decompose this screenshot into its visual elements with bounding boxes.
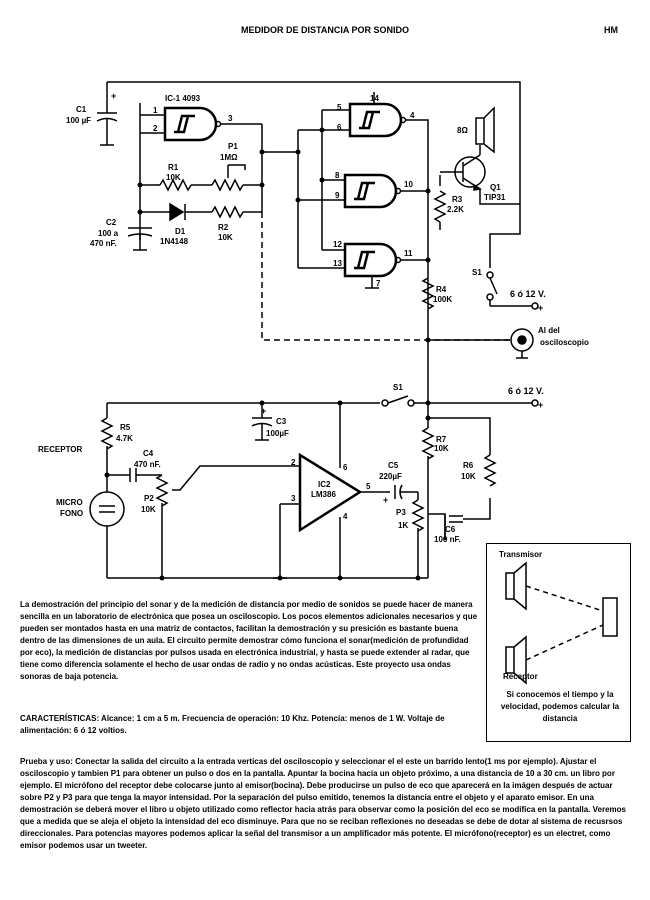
pin-4: 4 <box>410 111 415 120</box>
r5-name: R5 <box>120 423 131 432</box>
r3-name: R3 <box>452 195 463 204</box>
pin-9: 9 <box>335 191 340 200</box>
ic2-name: IC2 <box>318 480 331 489</box>
r5-value: 4.7K <box>116 434 133 443</box>
pin-8: 8 <box>335 171 340 180</box>
circuit-schematic: C1 100 µF IC-1 4093 1 2 3 P1 1MΩ R1 10K … <box>38 81 589 581</box>
c1-plus: + <box>111 91 116 101</box>
r4-name: R4 <box>436 285 447 294</box>
d1-name: D1 <box>175 227 186 236</box>
p2-value: 10K <box>141 505 156 514</box>
pin-3: 3 <box>228 114 233 123</box>
pin-7: 7 <box>376 279 381 288</box>
c2-value-b: 470 nF. <box>90 239 117 248</box>
c4-value: 470 nF. <box>134 460 161 469</box>
r7-value: 10K <box>434 444 449 453</box>
inset-caption: Si conocemos el tiempo y la velocidad, p… <box>500 690 620 723</box>
usage-paragraph: Prueba y uso: Conectar la salida del cir… <box>20 757 626 850</box>
c5-plus: + <box>383 495 388 505</box>
inset-receptor-label: Receptor <box>503 672 538 681</box>
supply-plus: + <box>538 303 543 313</box>
pin-11: 11 <box>404 249 413 258</box>
p2-name: P2 <box>144 494 154 503</box>
supply2-plus: + <box>538 400 543 410</box>
r2-name: R2 <box>218 223 229 232</box>
p1-name: P1 <box>228 142 238 151</box>
ic2-value: LM386 <box>311 490 336 499</box>
characteristics-paragraph: CARACTERÍSTICAS: Alcance: 1 cm a 5 m. Fr… <box>20 713 480 737</box>
amp-pin-6: 6 <box>343 463 348 472</box>
pin-14: 14 <box>370 94 379 103</box>
c6-value: 100 nF. <box>434 535 461 544</box>
s1b-name: S1 <box>393 383 403 392</box>
mic-label-a: MICRO <box>56 498 83 507</box>
s1-name: S1 <box>472 268 482 277</box>
author-initials: HM <box>604 25 618 35</box>
r7-name: R7 <box>436 435 447 444</box>
supply2-label: 6 ó 12 V. <box>508 386 544 396</box>
r1-value: 10K <box>166 173 181 182</box>
r2-value: 10K <box>218 233 233 242</box>
characteristics-label: CARACTERÍSTICAS: <box>20 714 100 723</box>
p3-name: P3 <box>396 508 406 517</box>
ic1-label: IC-1 4093 <box>165 94 201 103</box>
c5-value: 220µF <box>379 472 402 481</box>
r4-value: 100K <box>433 295 452 304</box>
c3-name: C3 <box>276 417 287 426</box>
c3-plus: + <box>261 406 266 416</box>
q1-value: TIP31 <box>484 193 506 202</box>
d1-value: 1N4148 <box>160 237 189 246</box>
inset-transmisor-label: Transmisor <box>499 550 543 559</box>
pin-12: 12 <box>333 240 342 249</box>
c1-name: C1 <box>76 105 87 114</box>
mic-label-b: FONO <box>60 509 83 518</box>
speaker-label: 8Ω <box>457 126 468 135</box>
r3-value: 2.2K <box>447 205 464 214</box>
amp-pin-5: 5 <box>366 482 371 491</box>
c1-value: 100 µF <box>66 116 91 125</box>
amp-pin-2: 2 <box>291 458 296 467</box>
c4-name: C4 <box>143 449 154 458</box>
pin-5: 5 <box>337 103 342 112</box>
page-title: MEDIDOR DE DISTANCIA POR SONIDO <box>240 25 409 35</box>
c2-value-a: 100 a <box>98 229 119 238</box>
c3-value: 100µF <box>266 429 289 438</box>
amp-pin-3: 3 <box>291 494 296 503</box>
q1-name: Q1 <box>490 183 501 192</box>
scope-label-a: Al del <box>538 326 560 335</box>
pin-1: 1 <box>153 106 158 115</box>
r1-name: R1 <box>168 163 179 172</box>
sonar-inset-drawing <box>505 561 618 685</box>
c2-name: C2 <box>106 218 117 227</box>
description-paragraph: La demostración del principio del sonar … <box>20 600 478 681</box>
pin-2: 2 <box>153 124 158 133</box>
r6-value: 10K <box>461 472 476 481</box>
p3-value: 1K <box>398 521 408 530</box>
amp-pin-4: 4 <box>343 512 348 521</box>
pin-13: 13 <box>333 259 342 268</box>
pin-6: 6 <box>337 123 342 132</box>
reflector-object <box>602 597 618 637</box>
pin-10: 10 <box>404 180 413 189</box>
characteristics-text: Alcance: 1 cm a 5 m. Frecuencia de opera… <box>20 714 445 735</box>
c5-name: C5 <box>388 461 399 470</box>
scope-label-b: osciloscopio <box>540 338 589 347</box>
receiver-speaker-icon <box>505 646 515 674</box>
transmitter-speaker-icon <box>505 572 515 600</box>
p1-value: 1MΩ <box>220 153 238 162</box>
supply-label: 6 ó 12 V. <box>510 289 546 299</box>
sonar-inset-box <box>486 543 631 742</box>
r6-name: R6 <box>463 461 474 470</box>
c6-name: C6 <box>445 525 456 534</box>
receptor-label: RECEPTOR <box>38 445 83 454</box>
